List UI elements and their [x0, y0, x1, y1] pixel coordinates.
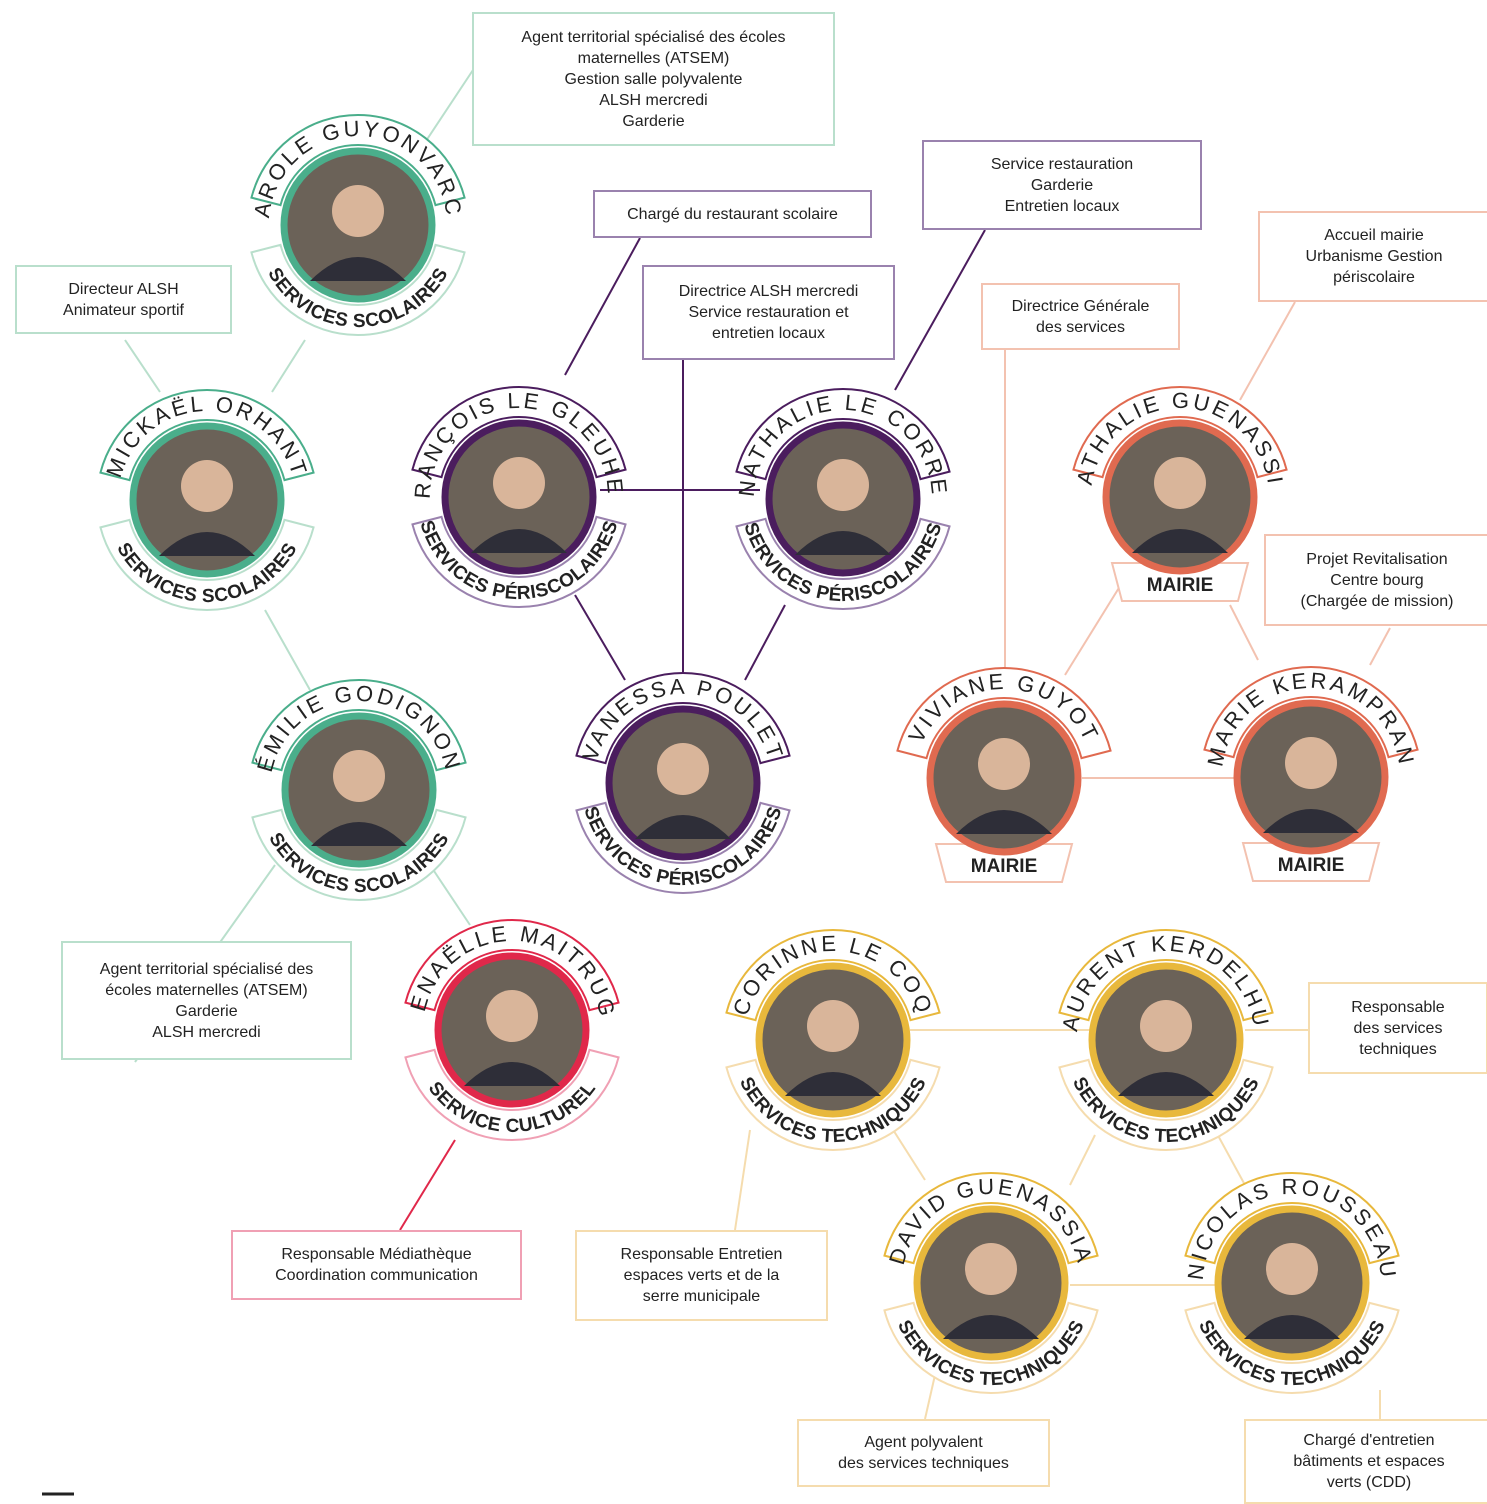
name-band	[1203, 666, 1419, 759]
portrait-body-icon	[471, 529, 567, 553]
portrait-head-icon	[493, 457, 545, 509]
department-label: MAIRIE	[971, 856, 1038, 877]
portrait-head-icon	[181, 460, 233, 512]
portrait-head-icon	[486, 990, 538, 1042]
name-band	[404, 918, 620, 1012]
emilie-role-box: Agent territorial spécialisé des écoles …	[61, 941, 352, 1060]
corinne-role-box: Responsable Entretien espaces verts et d…	[575, 1230, 828, 1321]
portrait-head-icon	[333, 750, 385, 802]
portrait-head-icon	[1285, 737, 1337, 789]
dept-band	[575, 801, 791, 894]
connector-line	[889, 1124, 926, 1181]
francois-role-box: Chargé du restaurant scolaire	[593, 190, 872, 238]
name-band	[250, 114, 466, 207]
portrait-body-icon	[635, 815, 731, 839]
connector-line	[124, 339, 161, 393]
portrait-head-icon	[965, 1243, 1017, 1295]
portrait-body-icon	[464, 1062, 560, 1086]
connector-line	[419, 69, 474, 151]
dept-band	[725, 1058, 941, 1152]
name-band	[575, 672, 791, 765]
dept-band	[251, 808, 467, 901]
david-role-box: Agent polyvalent des services techniques	[797, 1419, 1050, 1487]
dept-band	[404, 1048, 620, 1142]
name-band	[725, 928, 941, 1022]
name-band	[735, 388, 951, 481]
connector-line	[399, 1139, 456, 1231]
name-band	[99, 389, 315, 482]
connector-line	[1369, 627, 1391, 666]
portrait-body-icon	[956, 810, 1052, 834]
name-band	[251, 679, 467, 772]
connector-line	[271, 339, 306, 393]
connector-line	[574, 594, 626, 681]
viviane-role-box: Directrice Générale des services	[981, 283, 1180, 350]
portrait-body-icon	[1244, 1315, 1340, 1339]
nicolas-role-box: Chargé d'entretien bâtiments et espaces …	[1244, 1419, 1487, 1504]
portrait-head-icon	[657, 743, 709, 795]
portrait-head-icon	[1266, 1243, 1318, 1295]
name-band	[1072, 386, 1288, 479]
portrait-body-icon	[943, 1315, 1039, 1339]
dept-band	[735, 517, 951, 610]
portrait-body-icon	[1118, 1072, 1214, 1096]
portrait-head-icon	[332, 185, 384, 237]
vanessa-role-box: Directrice ALSH mercredi Service restaur…	[642, 265, 895, 360]
department-label: MAIRIE	[1147, 575, 1214, 596]
connector-line	[1229, 604, 1259, 661]
connector-line	[1214, 1129, 1246, 1186]
portrait-head-icon	[1154, 457, 1206, 509]
mickael-role-box: Directeur ALSH Animateur sportif	[15, 265, 232, 334]
portrait-body-icon	[159, 532, 255, 556]
portrait-body-icon	[785, 1072, 881, 1096]
portrait-head-icon	[817, 459, 869, 511]
portrait-body-icon	[1263, 809, 1359, 833]
connector-line	[1069, 1134, 1096, 1186]
laurent-role-box: Responsable des services techniques	[1308, 982, 1487, 1074]
name-band	[411, 386, 627, 479]
connector-line	[744, 604, 786, 681]
marie-role-box: Projet Revitalisation Centre bourg (Char…	[1264, 534, 1487, 626]
portrait-body-icon	[310, 257, 406, 281]
connector-line	[924, 1374, 936, 1420]
portrait-body-icon	[311, 822, 407, 846]
connector-line	[429, 864, 471, 926]
dept-band	[1058, 1058, 1274, 1151]
gwenaelle-role-box: Responsable Médiathèque Coordination com…	[231, 1230, 522, 1300]
connector-line	[564, 237, 641, 376]
connector-line	[734, 1129, 751, 1231]
department-label: MAIRIE	[1278, 855, 1345, 876]
connector-line	[1239, 301, 1296, 401]
carole-role-box: Agent territorial spécialisé des écoles …	[472, 12, 835, 146]
portrait-body-icon	[795, 531, 891, 555]
nathalie-g-role-box: Accueil mairie Urbanisme Gestion périsco…	[1258, 211, 1487, 302]
dept-band	[250, 243, 466, 336]
portrait-head-icon	[1140, 1000, 1192, 1052]
connector-line	[264, 609, 311, 691]
nathalie-lc-role-box: Service restauration Garderie Entretien …	[922, 140, 1202, 230]
portrait-head-icon	[978, 738, 1030, 790]
name-band	[896, 667, 1112, 760]
name-band	[883, 1172, 1099, 1265]
portrait-head-icon	[807, 1000, 859, 1052]
portrait-body-icon	[1132, 529, 1228, 553]
dept-band	[1184, 1301, 1400, 1394]
dept-band	[99, 518, 315, 611]
dept-band	[411, 515, 627, 608]
name-band	[1058, 929, 1274, 1022]
dept-band	[883, 1301, 1099, 1394]
connector-line	[894, 229, 986, 391]
name-band	[1184, 1172, 1400, 1265]
